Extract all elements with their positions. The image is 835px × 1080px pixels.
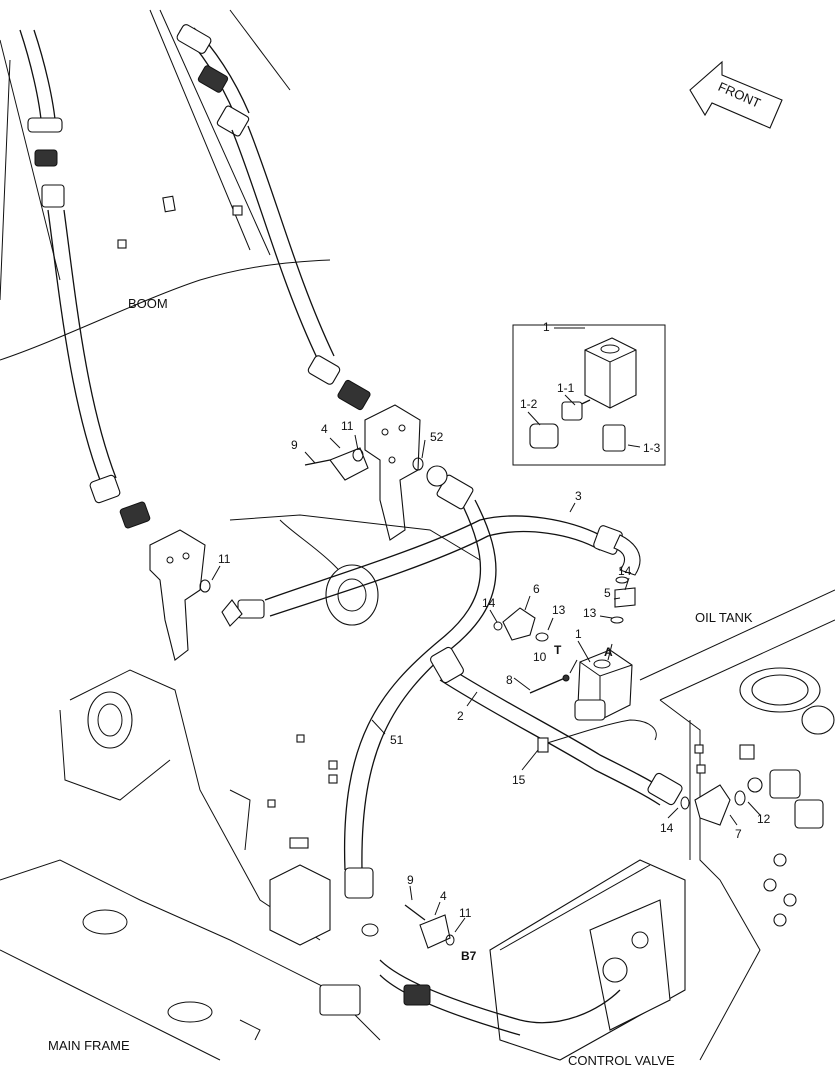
port-t: T bbox=[554, 643, 562, 657]
callout-12: 12 bbox=[757, 812, 771, 826]
callout-13: 13 bbox=[583, 606, 597, 620]
callout-1: 1 bbox=[575, 627, 582, 641]
callout-5: 5 bbox=[604, 586, 611, 600]
main-frame-structure bbox=[0, 514, 481, 1061]
callout-15: 15 bbox=[512, 773, 526, 787]
callout-14: 14 bbox=[482, 596, 496, 610]
label-oil-tank: OIL TANK bbox=[695, 610, 753, 625]
inset-callout-1-1: 1-1 bbox=[557, 381, 575, 395]
inset-callout-1-3: 1-3 bbox=[643, 441, 661, 455]
label-main-frame: MAIN FRAME bbox=[48, 1038, 130, 1053]
port-b7: B7 bbox=[461, 949, 477, 963]
valve-1-and-fittings bbox=[199, 447, 746, 949]
callout-52: 52 bbox=[430, 430, 444, 444]
hose-2 bbox=[430, 646, 683, 806]
callout-8: 8 bbox=[506, 673, 513, 687]
callout-11: 11 bbox=[218, 552, 231, 566]
port-a: A bbox=[604, 645, 613, 659]
label-control-valve: CONTROL VALVE bbox=[568, 1053, 675, 1068]
front-arrow bbox=[689, 60, 783, 129]
control-valve-assembly bbox=[319, 859, 686, 1061]
callout-14: 14 bbox=[618, 564, 632, 578]
hose-3 bbox=[221, 515, 641, 627]
inset-box bbox=[512, 324, 666, 466]
brackets bbox=[149, 404, 421, 661]
inset-callout-1-2: 1-2 bbox=[520, 397, 538, 411]
callout-14: 14 bbox=[660, 821, 674, 835]
oil-tank-structure bbox=[639, 589, 835, 1061]
label-boom: BOOM bbox=[128, 296, 168, 311]
boom-structure bbox=[0, 9, 331, 361]
callout-51: 51 bbox=[390, 733, 404, 747]
callout-6: 6 bbox=[533, 582, 540, 596]
boom-hoses bbox=[19, 24, 371, 529]
callout-9: 9 bbox=[407, 873, 414, 887]
callout-11: 11 bbox=[341, 419, 354, 433]
hose-51 bbox=[343, 474, 497, 899]
callout-4: 4 bbox=[321, 422, 328, 436]
callout-4: 4 bbox=[440, 889, 447, 903]
callout-11: 11 bbox=[459, 906, 472, 920]
inset-main-callout: 1 bbox=[543, 320, 550, 334]
callout-7: 7 bbox=[735, 827, 742, 841]
callout-2: 2 bbox=[457, 709, 464, 723]
callout-10: 10 bbox=[533, 650, 547, 664]
callout-13: 13 bbox=[552, 603, 566, 617]
callout-9: 9 bbox=[291, 438, 298, 452]
callout-3: 3 bbox=[575, 489, 582, 503]
leader-lines bbox=[211, 327, 761, 933]
